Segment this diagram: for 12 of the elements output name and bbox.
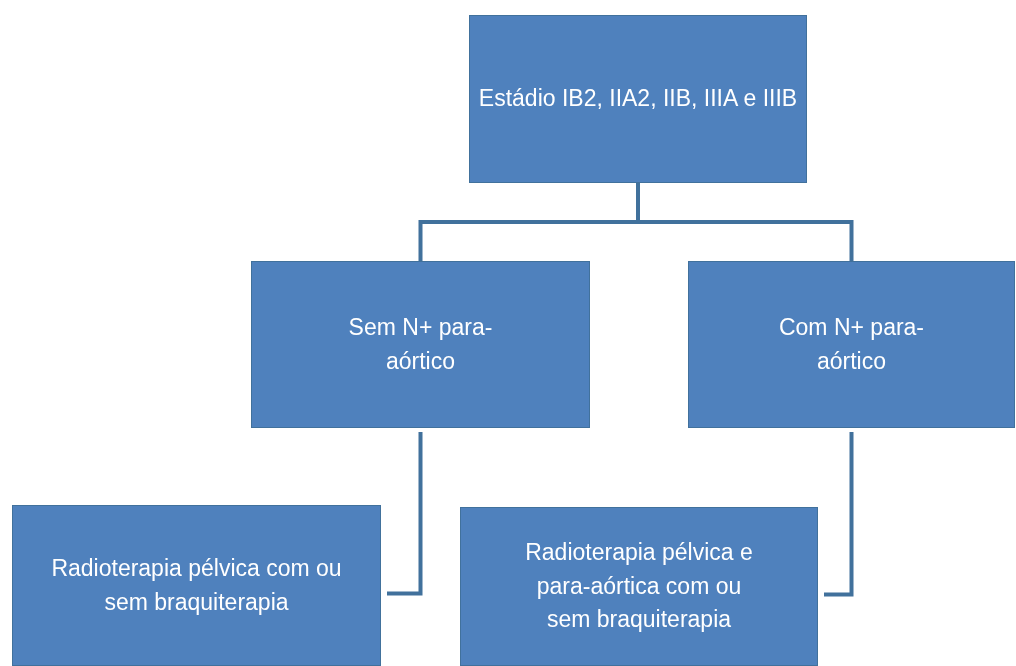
box-text: Estádio IB2, IIA2, IIB, IIIA e IIIB	[478, 84, 798, 114]
process-box	[12, 505, 381, 666]
connector-line	[824, 432, 854, 597]
box-text: Sem N+ para-aórtico	[347, 313, 494, 376]
connector-line	[387, 432, 423, 596]
box-text: Radioterapia pélvica e para-aórtica com ou sem braquiterapia	[524, 538, 754, 635]
box-text: Com N+ para-aórtico	[777, 313, 926, 376]
box-text: Radioterapia pélvica com ou sem braquiterapia	[50, 554, 343, 617]
process-box	[469, 15, 807, 183]
process-box	[460, 507, 818, 666]
process-box	[688, 261, 1015, 428]
process-box	[251, 261, 590, 428]
